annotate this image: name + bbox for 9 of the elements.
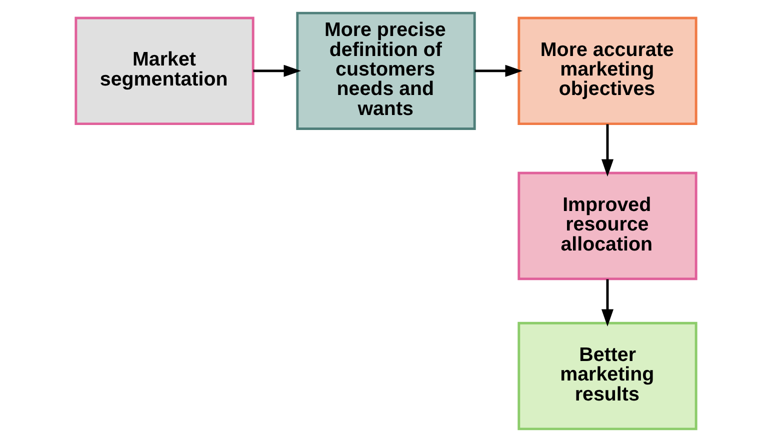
node-box: More precise definition of customers needs and wants <box>296 12 476 130</box>
arrow <box>601 124 614 177</box>
node-box: Improved resource allocation <box>518 172 698 280</box>
node-box: More accurate marketing objectives <box>518 16 698 126</box>
arrow <box>253 64 302 77</box>
arrow <box>601 279 614 326</box>
node-box: Better marketing results <box>518 322 698 430</box>
node-box: Market segmentation <box>74 16 254 126</box>
arrow <box>474 64 522 77</box>
